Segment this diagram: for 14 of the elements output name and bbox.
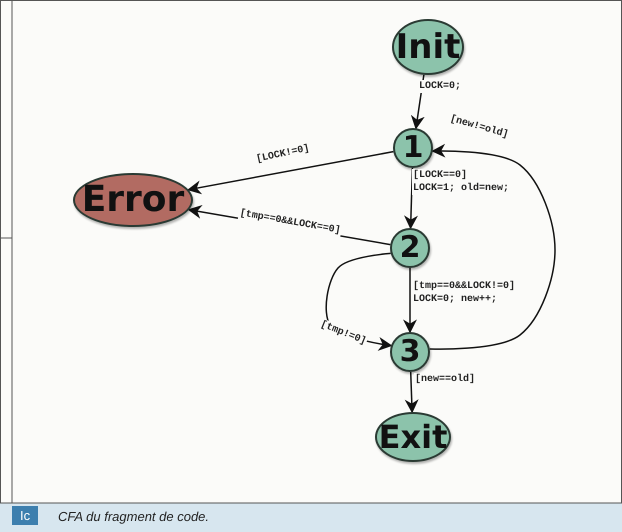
arrow bbox=[187, 150, 394, 194]
figure-tag: Ic bbox=[12, 506, 38, 525]
edge-label: [new==old] bbox=[414, 373, 476, 386]
caption: CFA du fragment de code. bbox=[58, 509, 210, 524]
error-ellipse: Error bbox=[73, 173, 193, 227]
arrow bbox=[404, 372, 419, 414]
start-ellipse: Init bbox=[392, 19, 464, 75]
end-ellipse: Exit bbox=[375, 412, 451, 462]
arrow bbox=[403, 268, 417, 334]
arrow bbox=[404, 168, 418, 230]
state-circle: 3 bbox=[390, 332, 430, 372]
state-circle: 1 bbox=[393, 128, 433, 168]
arrow bbox=[430, 144, 556, 350]
state-circle: 2 bbox=[390, 228, 430, 268]
